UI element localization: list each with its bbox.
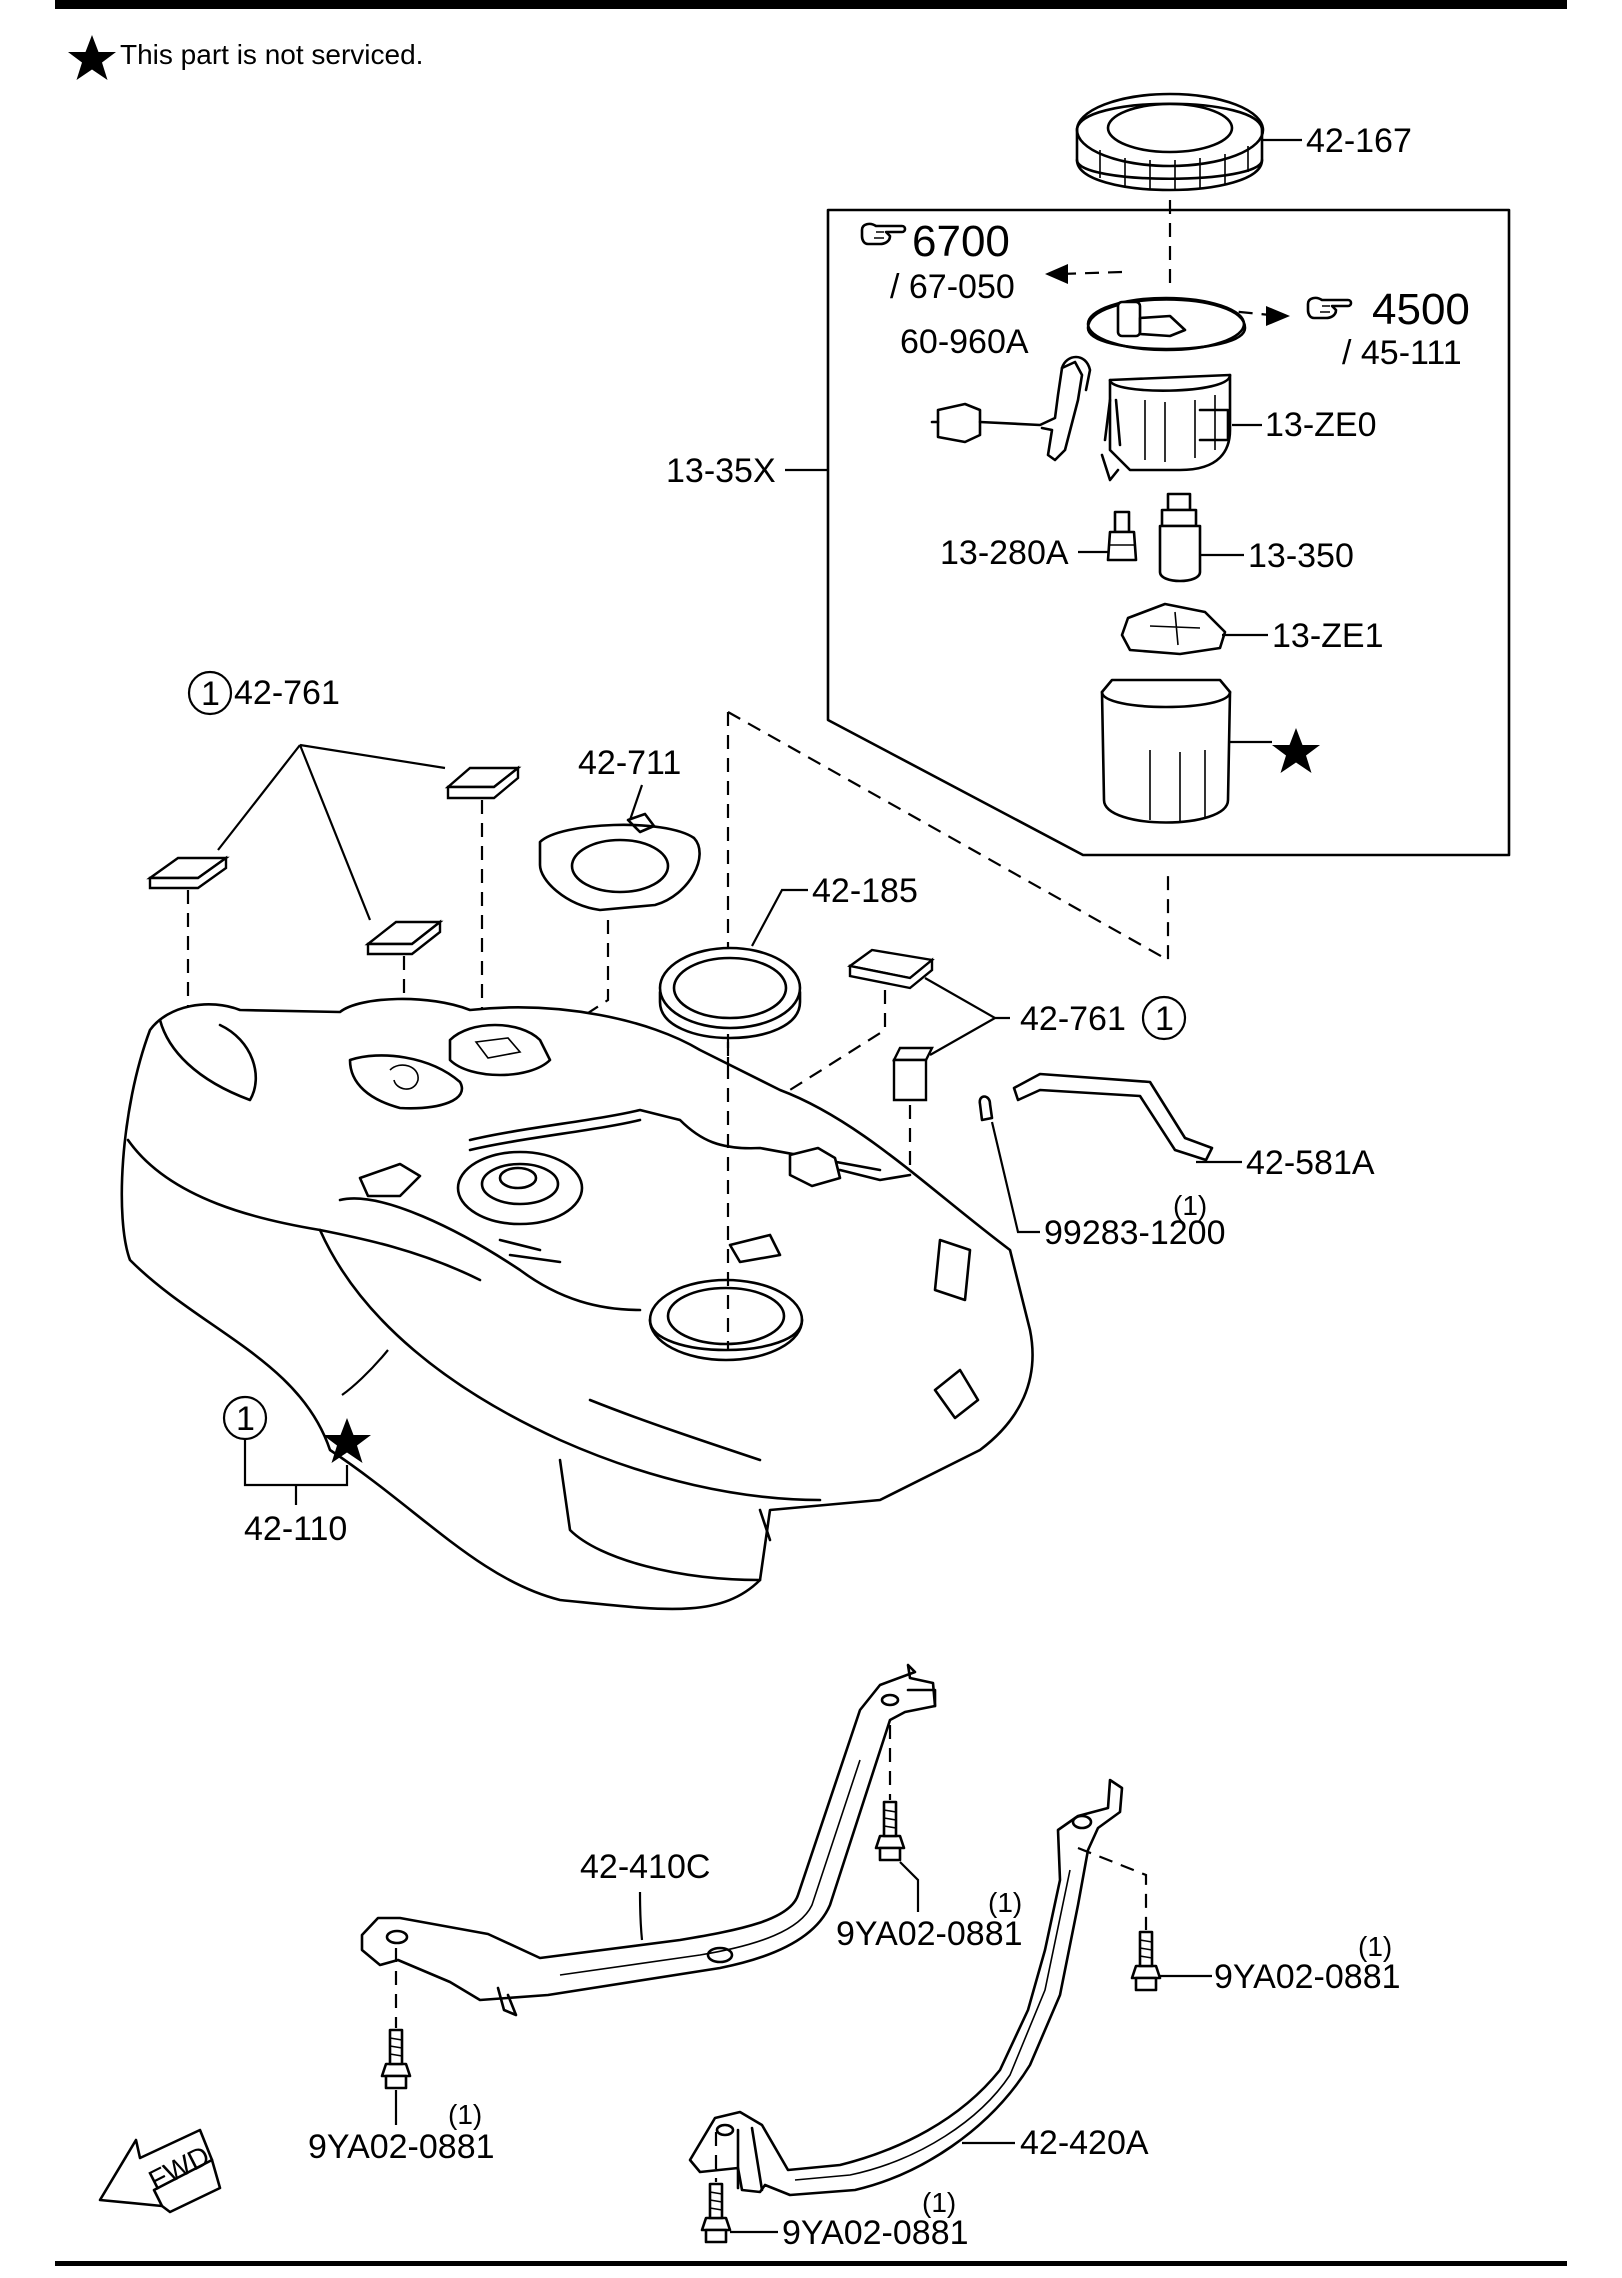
circled-number-1-text: 1 — [201, 675, 220, 713]
circled-number-1-text: 1 — [1155, 1000, 1174, 1038]
part-42-420a-tank-strap — [688, 1778, 1124, 2197]
part-13-350-fuel-pump — [1158, 492, 1202, 583]
pointing-hand-icon — [1306, 296, 1353, 320]
top-rule — [55, 0, 1567, 9]
circled-number-1-text: 1 — [236, 1400, 255, 1438]
part-13-280a-regulator — [1106, 510, 1138, 562]
label-13-280a: 13-280A — [940, 534, 1069, 572]
label-60-960a: 60-960A — [900, 323, 1029, 361]
ref-4500: 4500 — [1372, 285, 1470, 334]
pointing-hand-icon — [860, 222, 907, 246]
star-icon — [68, 35, 116, 80]
label-42-185: 42-185 — [812, 872, 918, 910]
label-13-ze0: 13-ZE0 — [1265, 406, 1377, 444]
part-13-ze1-filter — [1120, 602, 1227, 656]
part-9ya02-0881-bolt-b — [1130, 1930, 1162, 1992]
label-42-761-left: 42-761 — [234, 674, 340, 712]
label-42-110: 42-110 — [244, 1510, 347, 1548]
part-42-185-gasket — [658, 946, 802, 1040]
circled-number-1 — [187, 670, 233, 716]
label-42-410c: 42-410C — [580, 1848, 710, 1886]
part-60-960a-fuel-gauge-sender — [930, 355, 1092, 462]
part-9ya02-0881-bolt-d — [700, 2182, 732, 2244]
label-99283-1200: 99283-1200 — [1044, 1214, 1226, 1252]
part-9ya02-0881-bolt-c — [380, 2028, 412, 2090]
qty-9ya02-0881-b: (1) — [1358, 1931, 1392, 1962]
legend-note: This part is not serviced. — [68, 35, 423, 80]
ref-45-111: / 45-111 — [1342, 334, 1462, 372]
label-13-35x: 13-35X — [666, 452, 776, 490]
qty-9ya02-0881-d: (1) — [922, 2187, 956, 2218]
star-icon — [323, 1418, 371, 1463]
label-42-761-right: 42-761 — [1020, 1000, 1126, 1038]
label-9ya02-0881-d: 9YA02-0881 — [782, 2214, 969, 2252]
label-42-167: 42-167 — [1306, 122, 1412, 160]
part-9ya02-0881-bolt-a — [874, 1800, 906, 1862]
label-42-420a: 42-420A — [1020, 2124, 1149, 2162]
ref-67-050: / 67-050 — [890, 268, 1015, 306]
circled-number-1 — [1141, 995, 1187, 1041]
assembly-13-35x-box — [826, 208, 1511, 857]
qty-9ya02-0881-c: (1) — [448, 2099, 482, 2130]
part-reservoir-cup-not-serviced — [1100, 678, 1232, 824]
part-42-711-protector — [538, 812, 701, 912]
note-text: This part is not serviced. — [120, 39, 423, 70]
label-9ya02-0881-c: 9YA02-0881 — [308, 2128, 495, 2166]
label-9ya02-0881-b: 9YA02-0881 — [1214, 1958, 1401, 1996]
fwd-arrow-icon: FWD — [98, 2128, 222, 2214]
label-42-581a: 42-581A — [1246, 1144, 1375, 1182]
bottom-rule — [55, 2261, 1567, 2266]
label-13-350: 13-350 — [1248, 537, 1354, 575]
part-13-ze0-pump-module — [1086, 296, 1247, 482]
qty-99283-1200: (1) — [1173, 1190, 1207, 1221]
label-13-ze1: 13-ZE1 — [1272, 617, 1384, 655]
label-42-711: 42-711 — [578, 744, 681, 782]
part-42-167-lock-ring — [1075, 92, 1265, 192]
qty-9ya02-0881-a: (1) — [988, 1887, 1022, 1918]
label-9ya02-0881-a: 9YA02-0881 — [836, 1915, 1023, 1953]
ref-6700: 6700 — [912, 217, 1010, 266]
insulator-pad-5 — [892, 1046, 934, 1062]
part-42-410c-tank-strap — [360, 1663, 937, 2017]
part-42-581a-hose — [1012, 1072, 1214, 1162]
star-icon — [1272, 728, 1320, 773]
part-99283-1200-clip — [978, 1095, 994, 1122]
